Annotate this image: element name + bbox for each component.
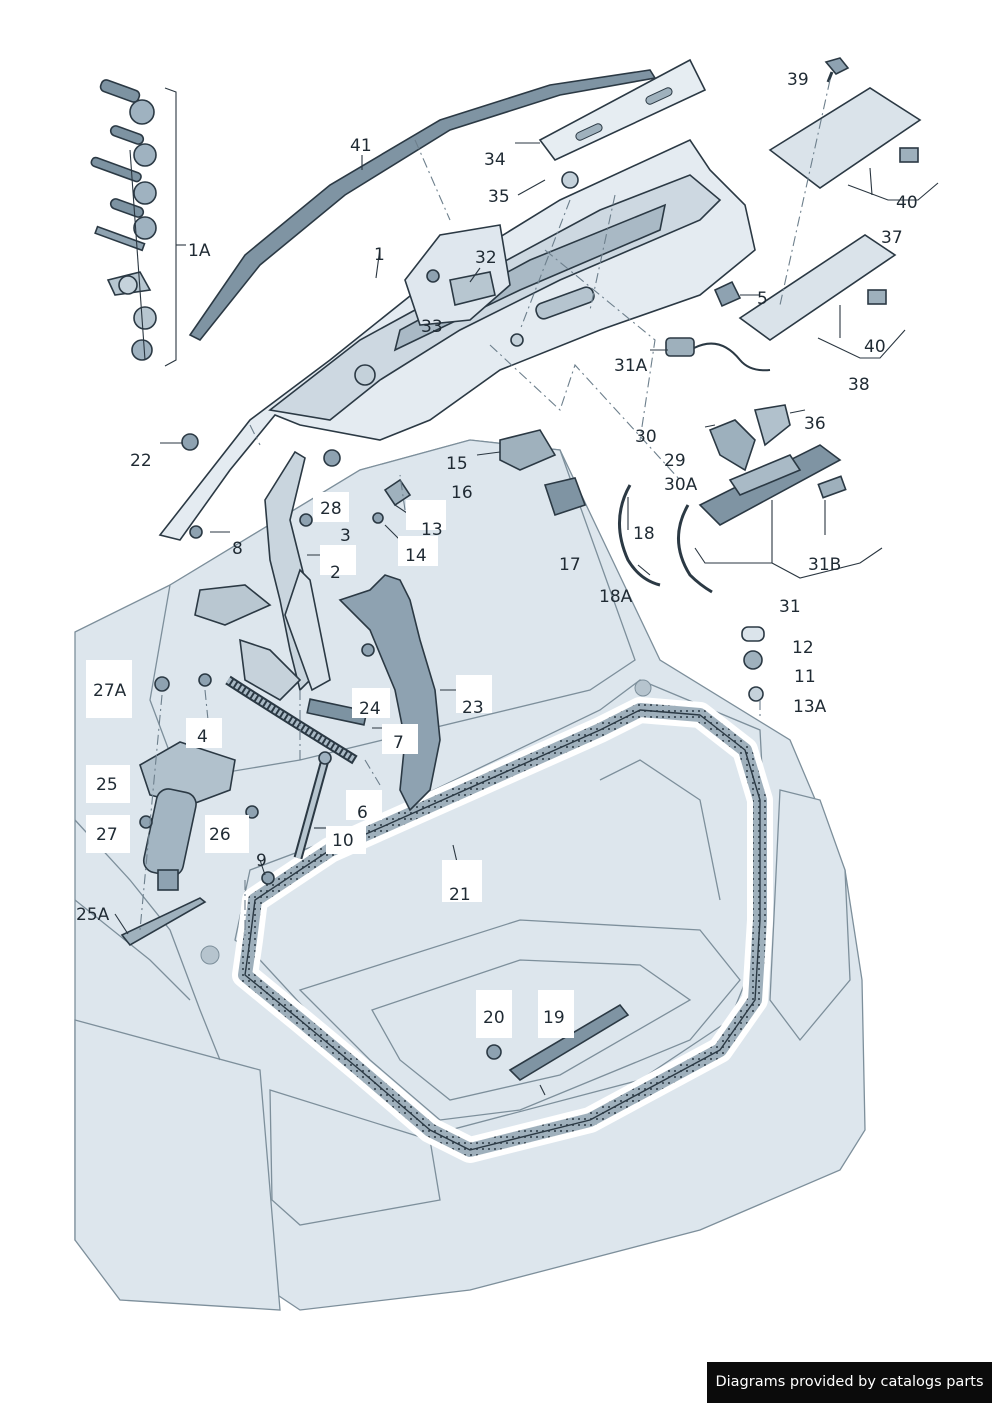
callout-21: 21 <box>449 885 471 905</box>
callout-39: 39 <box>787 70 809 90</box>
callout-30: 30 <box>635 427 657 447</box>
fastener-set-1a <box>90 79 186 367</box>
lock-29 <box>708 404 791 472</box>
screw-39 <box>824 57 850 83</box>
callout-11: 11 <box>794 667 816 687</box>
label-plates <box>86 492 574 1038</box>
callout-labels: 1 1A 2 3 4 5 6 7 8 9 10 11 12 13 13A 14 … <box>76 70 918 1028</box>
callout-23: 23 <box>462 698 484 718</box>
small-parts <box>139 171 765 1082</box>
plate-backer-top <box>768 87 922 189</box>
callout-5: 5 <box>757 289 768 309</box>
callout-31a: 31A <box>614 356 648 376</box>
callout-33: 33 <box>421 317 443 337</box>
spring-7 <box>225 675 358 765</box>
trunk-seal-21 <box>232 697 773 1163</box>
callout-17: 17 <box>559 555 581 575</box>
callout-36: 36 <box>804 414 826 434</box>
callout-18: 18 <box>633 524 655 544</box>
callout-4: 4 <box>197 727 208 747</box>
callout-35: 35 <box>488 187 510 207</box>
clip-40-a <box>899 147 919 163</box>
callout-7: 7 <box>393 733 404 753</box>
callout-15: 15 <box>446 454 468 474</box>
callout-19: 19 <box>543 1008 565 1028</box>
callout-8: 8 <box>232 539 243 559</box>
callout-24: 24 <box>359 699 381 719</box>
callout-40-top: 40 <box>896 193 918 213</box>
callout-41: 41 <box>350 136 372 156</box>
callout-1: 1 <box>374 245 385 265</box>
callout-29: 29 <box>664 451 686 471</box>
callout-31b: 31B <box>808 555 841 575</box>
callout-6: 6 <box>357 803 368 823</box>
callout-40-bottom: 40 <box>864 337 886 357</box>
callout-38: 38 <box>848 375 870 395</box>
callout-27a: 27A <box>93 681 127 701</box>
clip-40-b <box>867 289 887 305</box>
plate-backer-37 <box>738 234 897 341</box>
callout-13a: 13A <box>793 697 827 717</box>
callout-13: 13 <box>421 520 443 540</box>
callout-18a: 18A <box>599 587 633 607</box>
lamp-strip-31b <box>698 444 847 526</box>
callout-32: 32 <box>475 248 497 268</box>
connector-31a <box>665 337 771 372</box>
callout-10: 10 <box>332 831 354 851</box>
hinge-2 <box>194 450 331 701</box>
callout-16: 16 <box>451 483 473 503</box>
callout-26: 26 <box>209 825 231 845</box>
callout-37: 37 <box>881 228 903 248</box>
callout-25: 25 <box>96 775 118 795</box>
dashed-links <box>139 79 831 940</box>
callout-27: 27 <box>96 825 118 845</box>
callout-25a: 25A <box>76 905 110 925</box>
gas-strut-10 <box>293 751 332 860</box>
callout-22: 22 <box>130 451 152 471</box>
callout-34: 34 <box>484 150 506 170</box>
cable-18 <box>618 484 713 594</box>
callout-2: 2 <box>330 563 341 583</box>
callout-20: 20 <box>483 1008 505 1028</box>
callout-28: 28 <box>320 499 342 519</box>
callout-3: 3 <box>340 526 351 546</box>
callout-14: 14 <box>405 546 427 566</box>
damper-block-24 <box>306 698 368 726</box>
callout-9: 9 <box>256 851 267 871</box>
actuator-25 <box>120 741 236 947</box>
credit-banner: Diagrams provided by catalogs parts <box>707 1362 992 1403</box>
callout-12: 12 <box>792 638 814 658</box>
callout-31: 31 <box>779 597 801 617</box>
callout-30a: 30A <box>664 475 698 495</box>
callout-1a: 1A <box>188 241 211 261</box>
